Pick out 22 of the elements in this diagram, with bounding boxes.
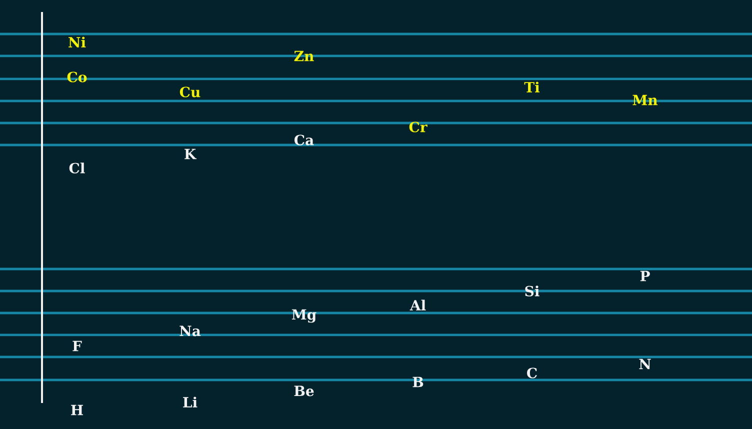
element-symbol: Cu	[180, 86, 200, 98]
element-symbol: Be	[294, 386, 314, 396]
element-symbol: Mg	[292, 309, 316, 323]
element-symbol: Ni	[68, 36, 86, 48]
element-symbol: Ca	[294, 134, 314, 146]
element-symbol: N	[639, 358, 651, 370]
element-symbol: Si	[525, 286, 540, 296]
element-symbol: Mn	[632, 94, 658, 106]
element-symbol: C	[527, 368, 537, 378]
element-symbol: Ti	[524, 82, 540, 92]
element-symbol: Cl	[69, 162, 85, 174]
element-symbol: F	[72, 340, 82, 352]
element-symbol: B	[412, 376, 424, 388]
element-symbol: Al	[410, 300, 426, 310]
element-symbol: Cr	[409, 122, 428, 132]
element-symbol: Zn	[294, 50, 314, 62]
element-symbol: P	[640, 270, 650, 282]
element-symbol: Co	[67, 72, 87, 82]
element-symbol: Na	[180, 326, 201, 336]
element-symbol: Li	[183, 396, 198, 408]
element-symbol: K	[184, 148, 197, 160]
element-symbol: H	[71, 404, 83, 416]
